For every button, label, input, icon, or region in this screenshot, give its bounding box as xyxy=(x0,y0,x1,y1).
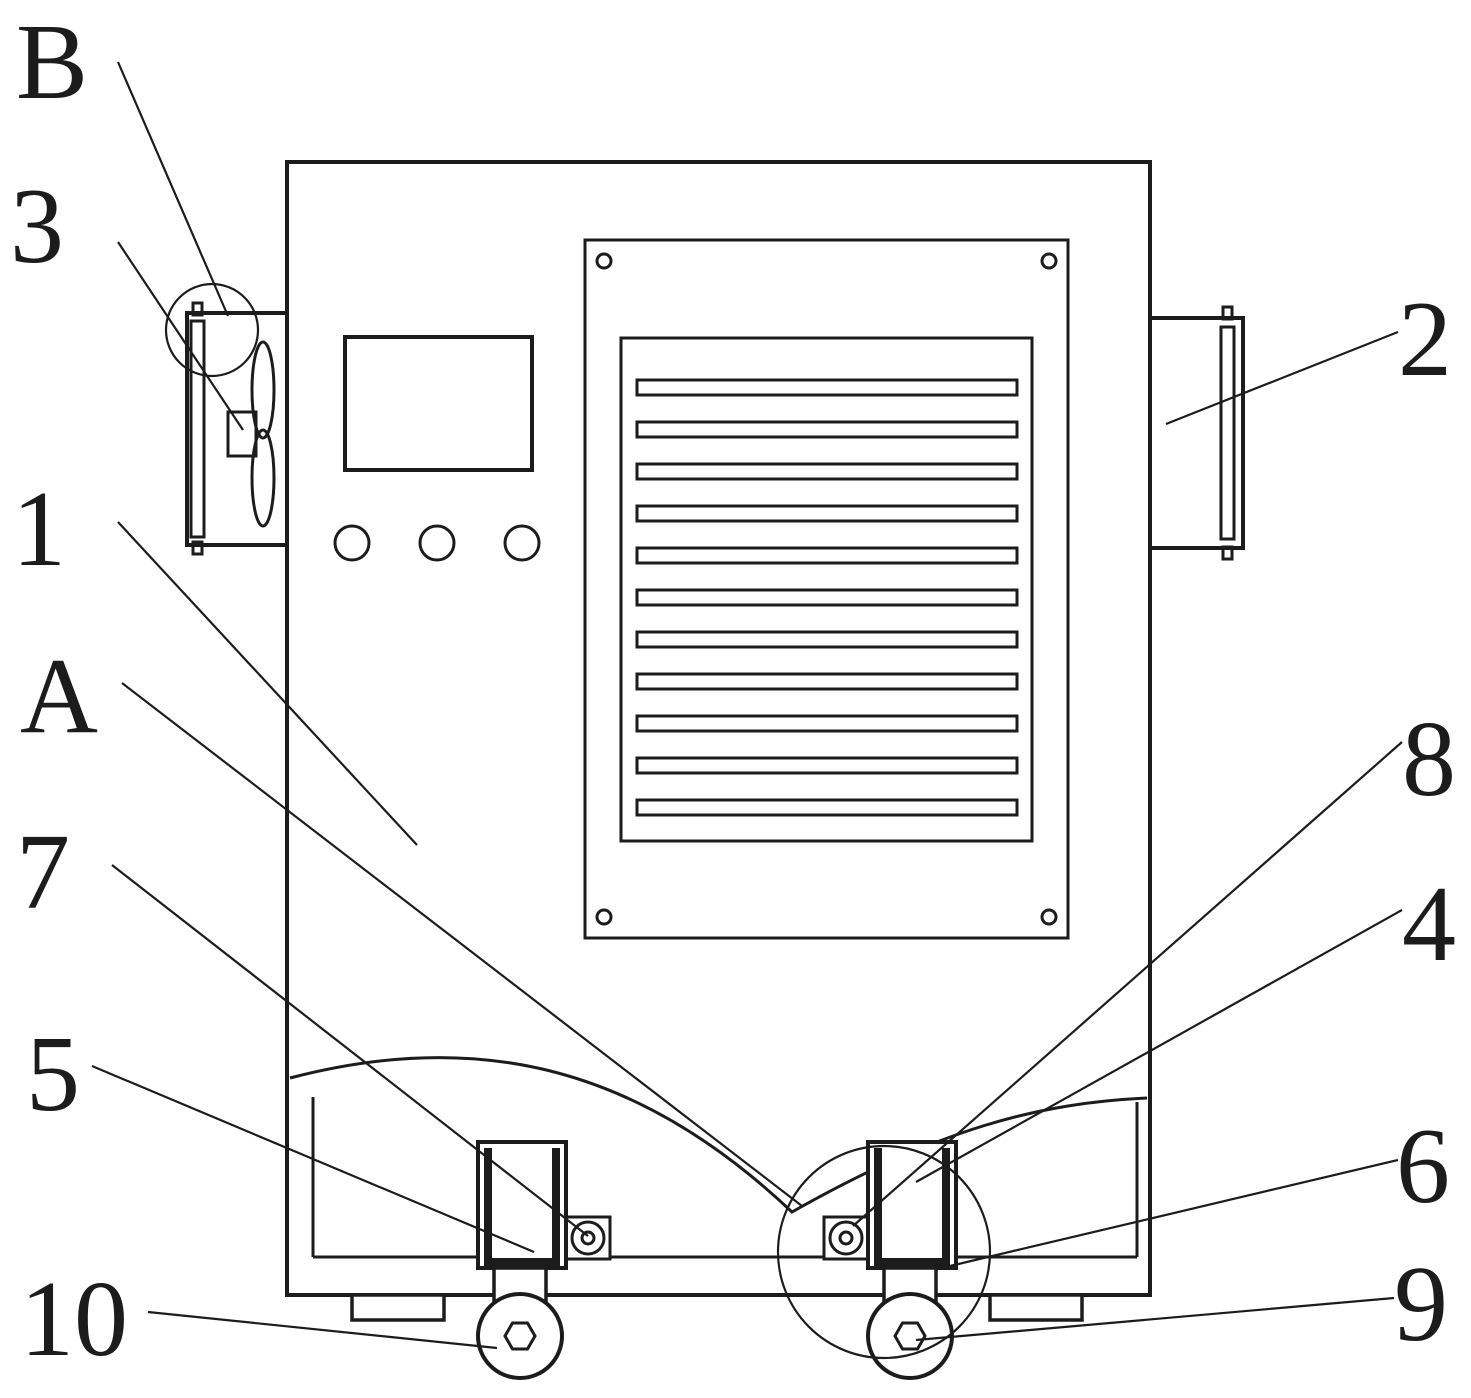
leader-B xyxy=(116,61,230,317)
wheel-nut-icon xyxy=(503,1321,537,1351)
leader-2 xyxy=(1165,330,1399,426)
fan-blade xyxy=(250,428,276,528)
detail-circle-A xyxy=(776,1144,992,1360)
ref-label-2: 2 xyxy=(1398,280,1452,399)
ref-label-5: 5 xyxy=(26,1015,80,1134)
bracket-bar xyxy=(1219,325,1236,541)
ref-label-B: B xyxy=(16,3,88,122)
leader-A xyxy=(121,682,803,1207)
grille-screw-icon xyxy=(595,908,613,926)
control-panel xyxy=(333,335,541,562)
caster-bolt-icon xyxy=(828,1220,864,1256)
leader-5 xyxy=(91,1064,535,1254)
ref-label-6: 6 xyxy=(1396,1107,1450,1226)
grille-slats xyxy=(635,378,1019,817)
caster-wheel xyxy=(476,1292,564,1380)
fan-bolt-icon xyxy=(191,540,204,556)
leader-6 xyxy=(949,1158,1399,1268)
ref-label-1: 1 xyxy=(12,470,66,589)
fan-assembly xyxy=(185,301,289,556)
side-bracket-right xyxy=(1148,305,1245,561)
ref-label-A: A xyxy=(20,637,98,756)
caster-wheel xyxy=(866,1292,954,1380)
detail-circle-B xyxy=(164,282,260,378)
display-screen xyxy=(343,335,534,472)
fan-bolt-icon xyxy=(191,301,204,317)
fan-mount-bar xyxy=(189,319,206,539)
control-button-icon xyxy=(503,524,541,562)
ref-label-3: 3 xyxy=(10,167,64,286)
fan-hub xyxy=(226,410,258,458)
leader-8 xyxy=(852,741,1403,1227)
control-button-icon xyxy=(333,524,371,562)
leader-3 xyxy=(117,241,244,431)
leader-10 xyxy=(147,1310,498,1350)
ref-label-7: 7 xyxy=(16,813,70,932)
caster-assembly-right xyxy=(822,1140,958,1380)
ref-label-10: 10 xyxy=(20,1260,128,1379)
leader-4 xyxy=(915,909,1403,1183)
vent-grille xyxy=(583,238,1070,940)
ref-label-9: 9 xyxy=(1394,1245,1448,1364)
grille-screw-icon xyxy=(1040,252,1058,270)
ref-label-8: 8 xyxy=(1402,700,1456,819)
ref-label-4: 4 xyxy=(1402,865,1456,984)
leader-1 xyxy=(117,521,418,846)
leader-7 xyxy=(111,864,589,1237)
cabinet-body xyxy=(285,160,1152,1297)
caster-assembly-left xyxy=(476,1140,612,1380)
bracket-bolt-icon xyxy=(1221,305,1234,321)
grille-screw-icon xyxy=(595,252,613,270)
foot-left xyxy=(350,1293,446,1322)
leader-9 xyxy=(915,1296,1395,1342)
bracket-bolt-icon xyxy=(1221,545,1234,561)
hopper-curve xyxy=(289,1056,1148,1214)
reference-labels: B 3 1 A 7 5 10 2 8 4 6 9 xyxy=(10,3,1456,1379)
base-frame xyxy=(311,1097,1139,1322)
fan-blade xyxy=(250,340,276,440)
wheel-nut-icon xyxy=(893,1321,927,1351)
grille-screw-icon xyxy=(1040,908,1058,926)
foot-right xyxy=(988,1293,1084,1322)
control-button-icon xyxy=(418,524,456,562)
leader-lines xyxy=(91,61,1403,1350)
